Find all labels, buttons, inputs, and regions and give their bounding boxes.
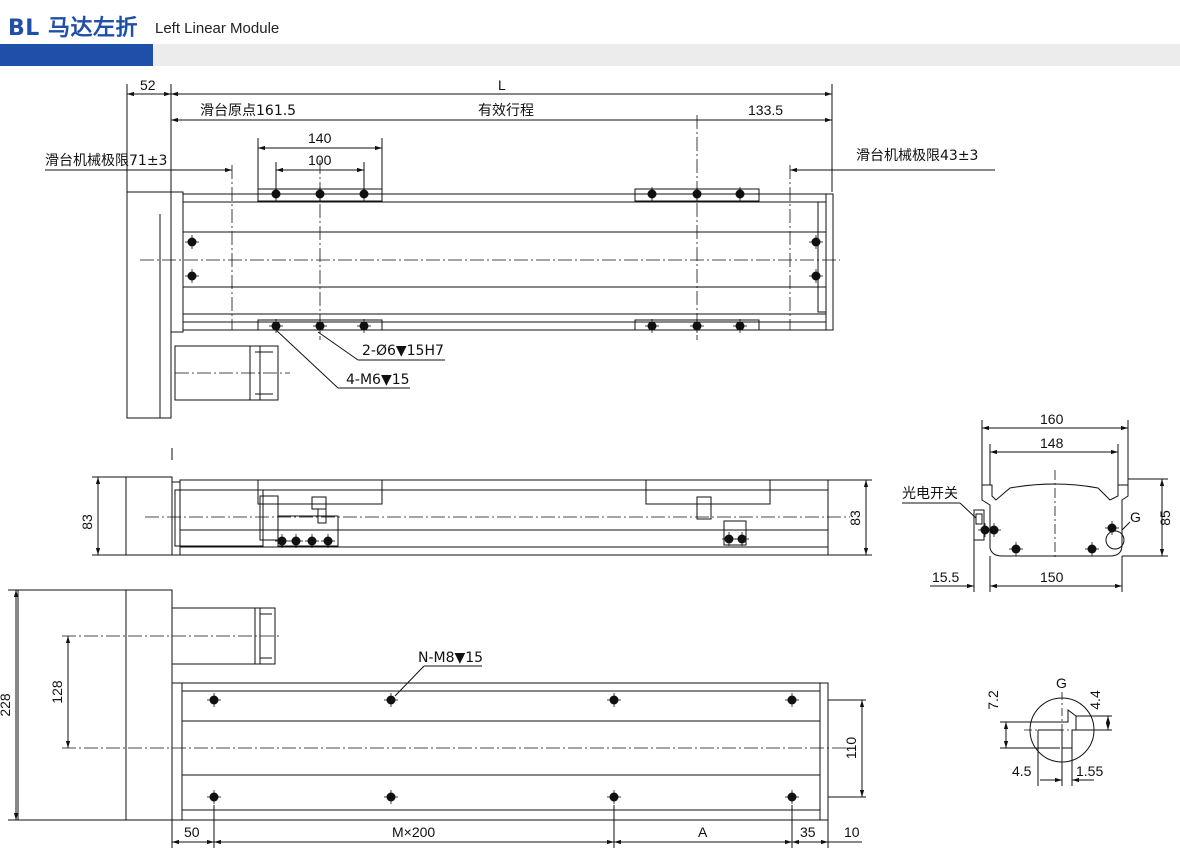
dim-110: 110 (843, 737, 859, 760)
label-pin-hole: 2-Ø6▼15H7 (362, 343, 444, 359)
detail-g-title: G (1056, 675, 1067, 691)
label-g-callout: G (1130, 509, 1141, 525)
side-motor-block (125, 476, 173, 556)
header-accent-bar (0, 44, 153, 66)
dim-148: 148 (1040, 435, 1064, 451)
dim-150: 150 (1040, 569, 1064, 585)
dim-7-2: 7.2 (985, 690, 1001, 710)
dim-50: 50 (184, 824, 200, 840)
dim-140: 140 (308, 130, 332, 146)
section-view: 160 148 光电开关 G 85 15.5 150 (902, 411, 1173, 592)
sensor-body (973, 509, 985, 541)
dim-52: 52 (140, 77, 156, 93)
detail-g: G 7.2 4.4 4.5 1.55 (985, 675, 1112, 786)
page-title: BL 马达左折 (8, 16, 138, 41)
bottom-module-body (171, 682, 829, 821)
bottom-motor-block (17, 589, 173, 821)
dim-35: 35 (800, 824, 816, 840)
side-carriage-right (645, 479, 771, 505)
dim-A: A (698, 824, 708, 840)
module-body (182, 193, 827, 331)
label-limit-right: 滑台机械极限43±3 (856, 147, 978, 164)
label-sensor: 光电开关 (902, 486, 958, 502)
motor-block (126, 191, 172, 419)
label-stroke: 有效行程 (478, 103, 534, 119)
dim-m-x-200: M×200 (392, 824, 435, 840)
side-carriage-left (257, 479, 383, 505)
top-view: 52 L 滑台原点161.5 有效行程 133.5 140 100 滑台机械极限… (45, 77, 995, 419)
side-motor (174, 489, 264, 547)
label-origin: 滑台原点161.5 (200, 102, 296, 119)
dim-10: 10 (844, 824, 860, 840)
dim-100: 100 (308, 152, 332, 168)
header-band (0, 44, 1180, 66)
label-limit-left: 滑台机械极限71±3 (45, 152, 167, 169)
label-tap-hole: 4-M6▼15 (346, 372, 410, 388)
dim-4-4: 4.4 (1087, 690, 1103, 710)
bottom-view: 228 128 N-M8▼15 110 50 M×200 A 35 10 (0, 589, 866, 848)
dim-128: 128 (49, 680, 65, 704)
dim-160: 160 (1040, 411, 1064, 427)
dim-228: 228 (0, 693, 13, 717)
label-holes: N-M8▼15 (418, 650, 483, 666)
dim-15-5: 15.5 (932, 569, 959, 585)
dim-L: L (498, 77, 506, 93)
page-subtitle: Left Linear Module (155, 20, 280, 37)
side-module-body (179, 479, 829, 556)
dim-4-5: 4.5 (1012, 763, 1032, 779)
dim-83-left: 83 (79, 514, 95, 530)
side-view: 83 83 (79, 448, 872, 556)
dim-1-55: 1.55 (1076, 763, 1103, 779)
dim-85: 85 (1157, 510, 1173, 526)
dim-133-5: 133.5 (748, 102, 783, 118)
dim-83-right: 83 (847, 510, 863, 526)
